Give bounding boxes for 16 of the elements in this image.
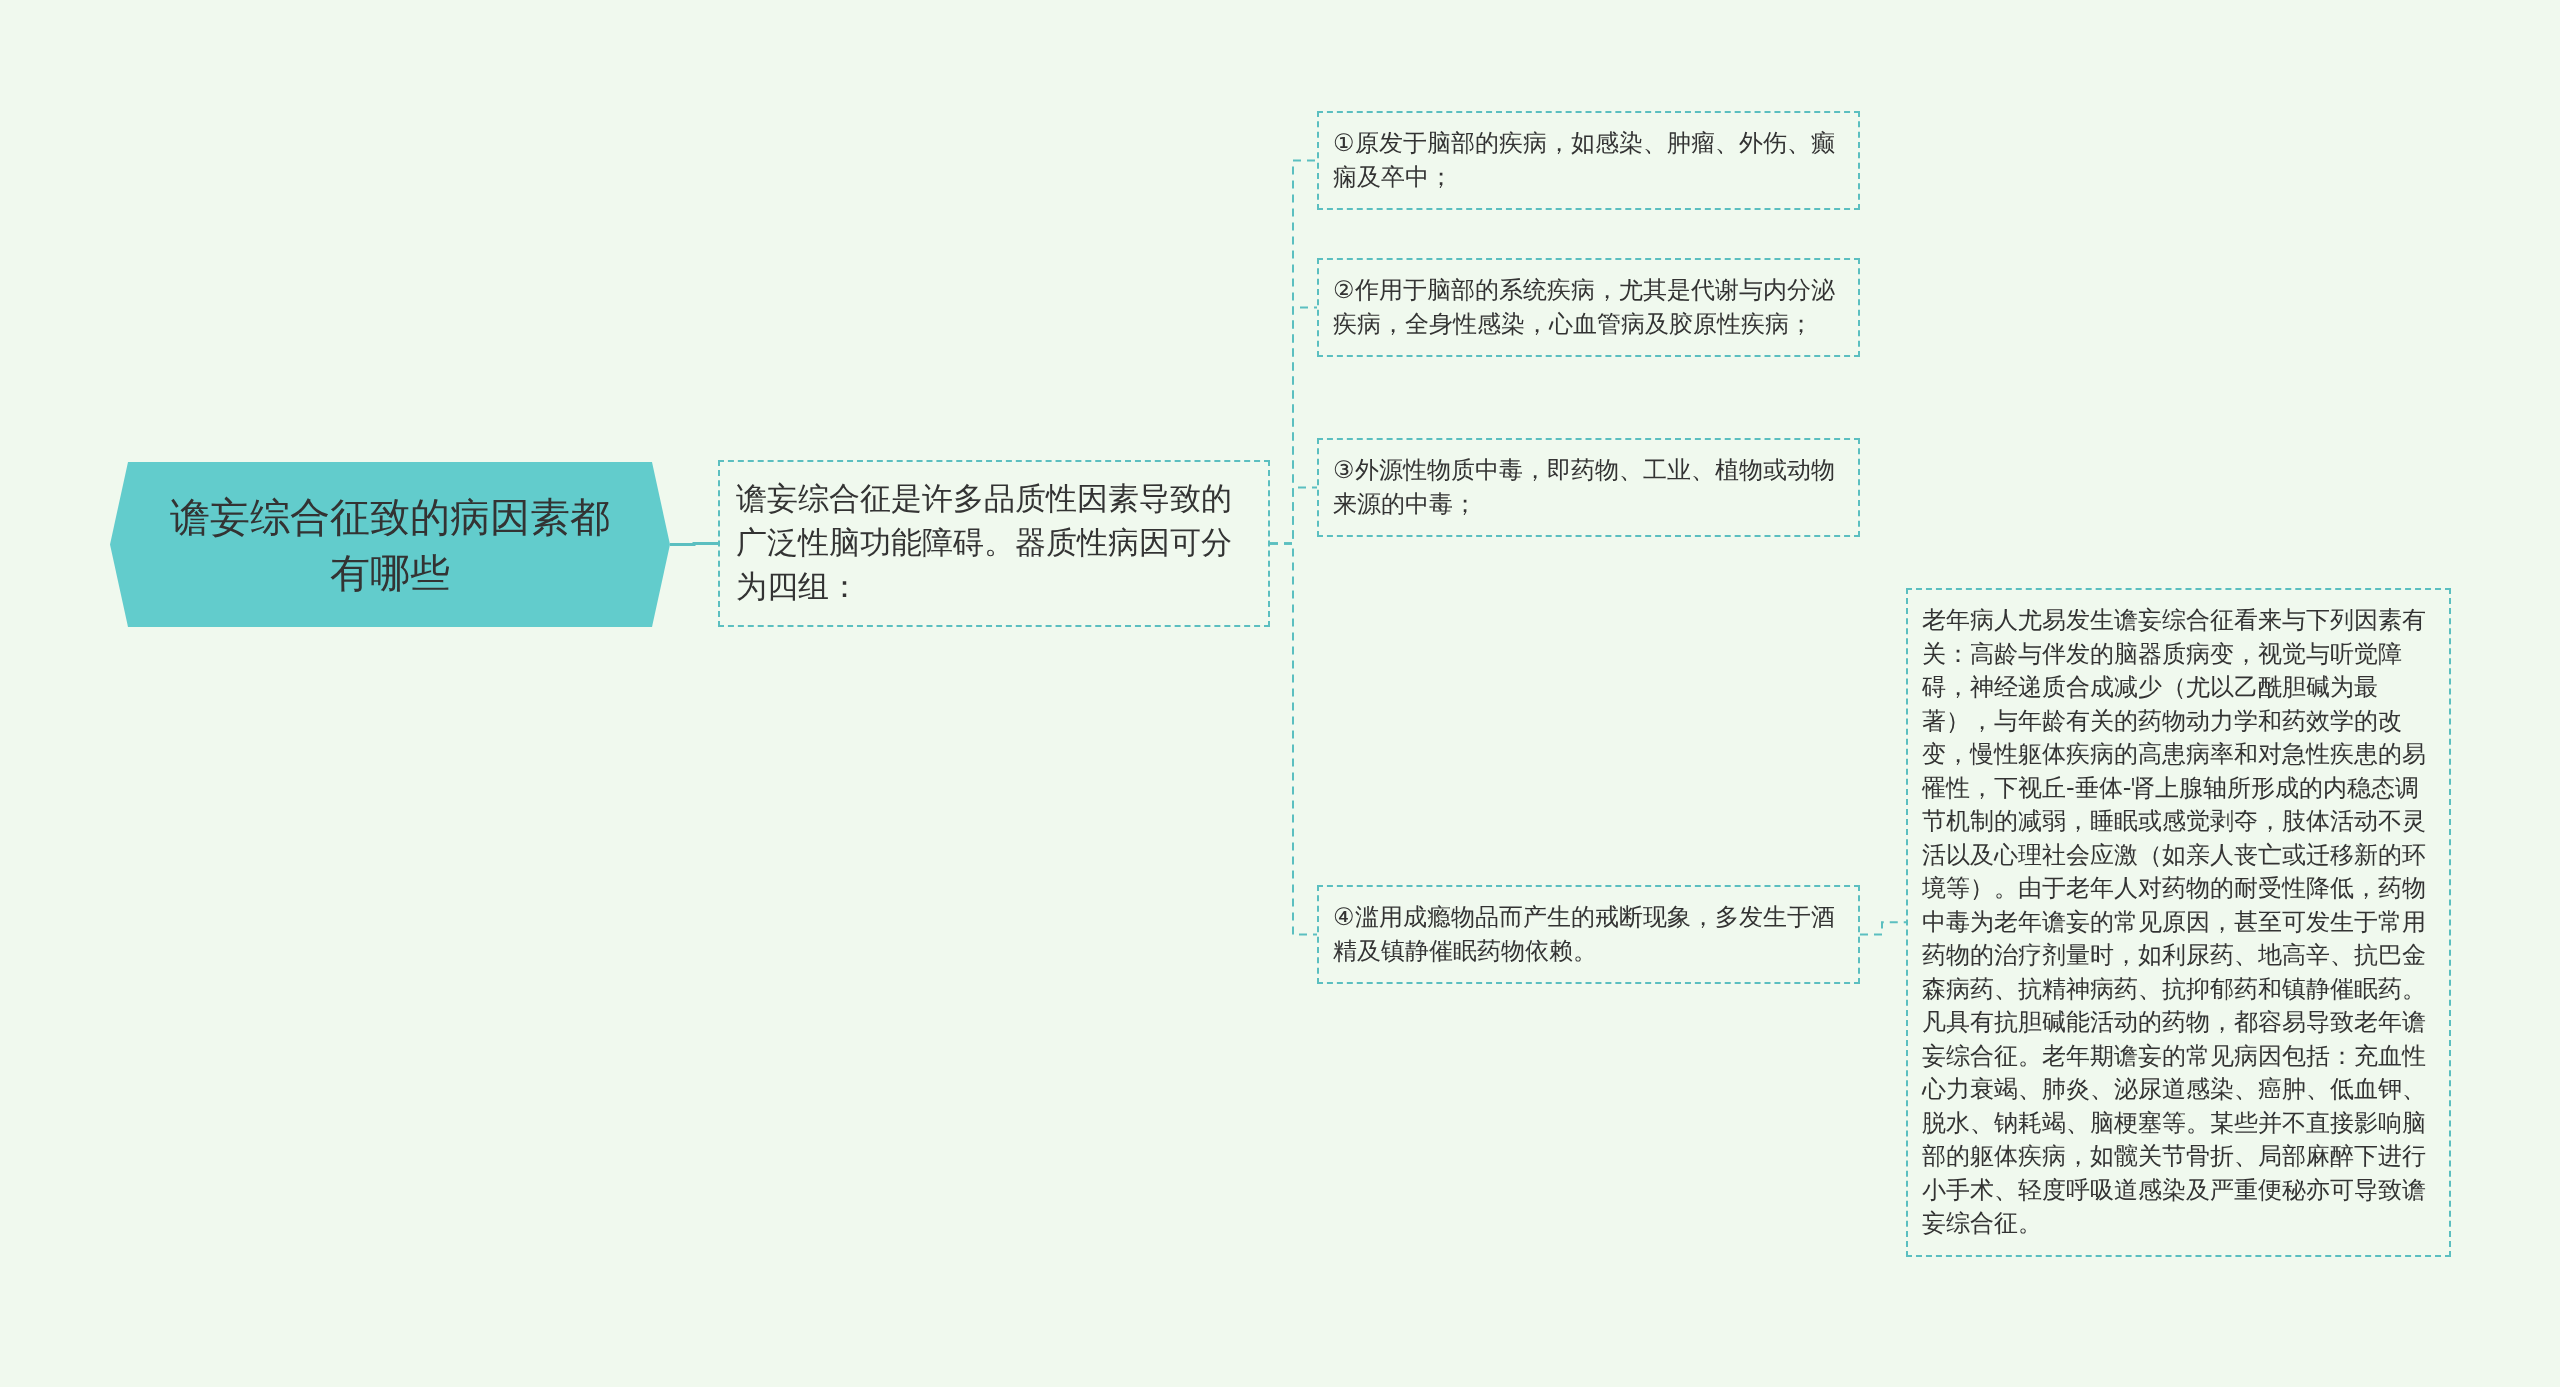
topic-hexagon (110, 462, 670, 627)
topic-text: ④滥用成瘾物品而产生的戒断现象，多发生于酒精及镇静催眠药物依赖。 (1333, 903, 1835, 965)
topic-text: ①原发于脑部的疾病，如感染、肿瘤、外伤、癫痫及卒中； (1333, 129, 1835, 191)
topic-text: 老年病人尤易发生谵妄综合征看来与下列因素有关：高龄与伴发的脑器质病变，视觉与听觉障碍，神经递质合成减少（尤以乙酰胆碱为最著），与年龄有关的药物动力学和药效学的改变，慢性躯体疾病的高患病率和对急性疾患的易罹性，下视丘-垂体-肾上腺轴所形成的内稳态调节机制的减弱，睡眠或感觉剥夺，肢体活动不灵活以及心理社会应激（如亲人丧亡或迁移新的环境等）。由于老年人对药物的耐受性降低，药物中毒为老年谵妄的常见原因，甚至可发生于常用药物的治疗剂量时，如利尿药、地高辛、抗巴金森病药、抗精神病药、抗抑郁药和镇静催眠药。凡具有抗胆碱能活动的药物，都容易导致老年谵妄综合征。老年期谵妄的常见病因包括：充血性心力衰竭、肺炎、泌尿道感染、癌肿、低血钾、脱水、钠耗竭、脑梗塞等。某些并不直接影响脑部的躯体疾病，如髋关节骨折、局部麻醉下进行小手术、轻度呼吸道感染及严重便秘亦可导致谵妄综合征。 (1922, 606, 2426, 1237)
connector-line (670, 542, 718, 546)
connector-line (1859, 921, 1907, 936)
topic-box (1317, 885, 1860, 984)
topic-text: 谵妄综合征是许多品质性因素导致的广泛性脑功能障碍。器质性病因可分为四组： (736, 480, 1232, 604)
topic-box (1317, 258, 1860, 357)
topic-box (1317, 111, 1860, 210)
connector-line (1269, 542, 1318, 936)
topic-box (718, 460, 1270, 627)
topic-text: ②作用于脑部的系统疾病，尤其是代谢与内分泌疾病，全身性感染，心血管病及胶原性疾病； (1333, 276, 1835, 338)
topic-box (1317, 438, 1860, 537)
topic-text: 谵妄综合征致的病因素都有哪些 (169, 492, 611, 598)
topic-text: ③外源性物质中毒，即药物、工业、植物或动物来源的中毒； (1333, 456, 1835, 518)
